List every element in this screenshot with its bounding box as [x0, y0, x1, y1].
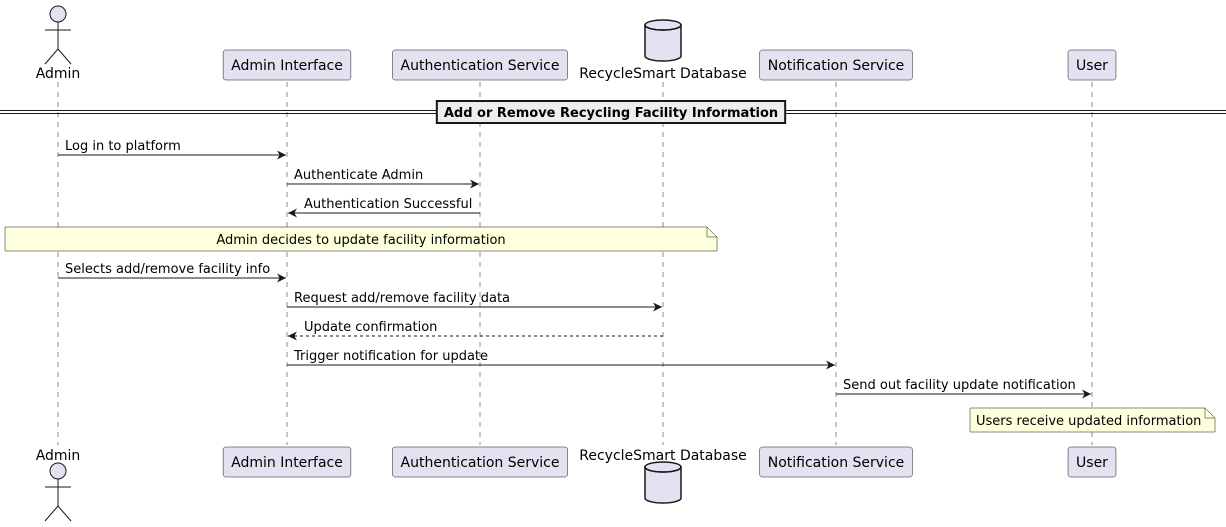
- divider-label: Add or Remove Recycling Facility Informa…: [444, 106, 778, 121]
- message: Selects add/remove facility info: [58, 262, 286, 283]
- participant-ui-top: Admin Interface: [222, 49, 352, 81]
- note-label: Admin decides to update facility informa…: [216, 233, 505, 248]
- participant-label: Admin Interface: [231, 455, 343, 471]
- message-label: Selects add/remove facility info: [65, 262, 270, 277]
- participant-db-top: RecycleSmart Database: [579, 19, 747, 82]
- message-label: Log in to platform: [65, 139, 181, 154]
- participant-label: User: [1076, 455, 1108, 471]
- message-label: Request add/remove facility data: [294, 291, 510, 306]
- participant-label: Authentication Service: [401, 58, 560, 74]
- participant-label: Notification Service: [768, 455, 905, 471]
- message: Send out facility update notification: [836, 378, 1091, 399]
- participant-label: Authentication Service: [401, 455, 560, 471]
- actor-icon: [44, 462, 72, 522]
- participant-admin-bottom: Admin: [36, 448, 81, 522]
- note: Admin decides to update facility informa…: [4, 226, 718, 252]
- participant-auth-bottom: Authentication Service: [392, 446, 568, 478]
- participant-ui-bottom: Admin Interface: [222, 446, 352, 478]
- participant-label: Admin: [36, 448, 81, 464]
- database-icon: [644, 19, 682, 62]
- message-label: Authenticate Admin: [294, 168, 423, 183]
- participant-label: Admin Interface: [231, 58, 343, 74]
- message: Authentication Successful: [288, 197, 480, 218]
- participant-auth-top: Authentication Service: [392, 49, 568, 81]
- message: Log in to platform: [58, 139, 286, 160]
- participant-notif-top: Notification Service: [759, 49, 913, 81]
- message: Request add/remove facility data: [287, 291, 662, 312]
- participant-user-top: User: [1067, 49, 1117, 81]
- participant-label: Notification Service: [768, 58, 905, 74]
- message: Update confirmation: [288, 320, 663, 341]
- participant-label: RecycleSmart Database: [579, 448, 747, 464]
- participant-db-bottom: RecycleSmart Database: [579, 448, 747, 504]
- participant-label: User: [1076, 58, 1108, 74]
- participant-admin-top: Admin: [36, 5, 81, 82]
- participant-label: Admin: [36, 66, 81, 82]
- note-label: Users receive updated information: [976, 414, 1201, 429]
- participant-notif-bottom: Notification Service: [759, 446, 913, 478]
- message-label: Update confirmation: [304, 320, 437, 335]
- participant-user-bottom: User: [1067, 446, 1117, 478]
- participant-label: RecycleSmart Database: [579, 66, 747, 82]
- database-icon: [644, 461, 682, 504]
- section-divider: Add or Remove Recycling Facility Informa…: [0, 100, 1226, 124]
- note: Users receive updated information: [969, 407, 1216, 433]
- message-label: Authentication Successful: [304, 197, 472, 212]
- message-label: Trigger notification for update: [293, 349, 488, 364]
- message: Trigger notification for update: [287, 349, 835, 370]
- message: Authenticate Admin: [287, 168, 479, 189]
- actor-icon: [44, 5, 72, 65]
- message-label: Send out facility update notification: [843, 378, 1076, 393]
